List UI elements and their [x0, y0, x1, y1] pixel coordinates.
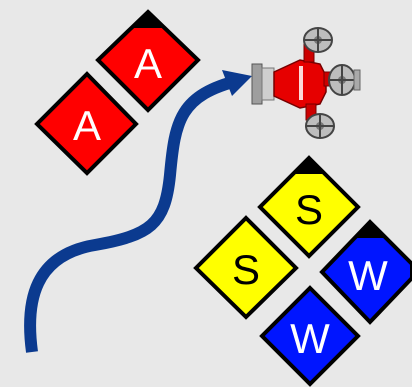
right-valve-wheel-icon — [323, 64, 361, 96]
tile-yellow-top: S — [257, 155, 361, 259]
tile-yellow-top-label: S — [295, 186, 323, 233]
tile-yellow-left-label: S — [232, 246, 260, 293]
tile-red-top: A — [95, 9, 201, 113]
top-valve-wheel-icon — [303, 27, 333, 63]
tile-red-top-label: A — [134, 40, 162, 87]
tile-red-bottom-label: A — [73, 102, 101, 149]
tile-blue-bottom-label: W — [290, 315, 330, 362]
curved-path-arrow-icon — [24, 70, 252, 353]
red-pipe-fitting-with-valves-icon — [251, 27, 361, 139]
bottom-valve-wheel-icon — [305, 103, 335, 139]
tile-red-bottom: A — [34, 71, 139, 176]
tile-blue-right-label: W — [348, 252, 388, 299]
tile-blue-bottom: W — [259, 285, 361, 387]
tile-yellow-left: S — [193, 215, 299, 320]
tile-blue-right: W — [319, 219, 412, 325]
